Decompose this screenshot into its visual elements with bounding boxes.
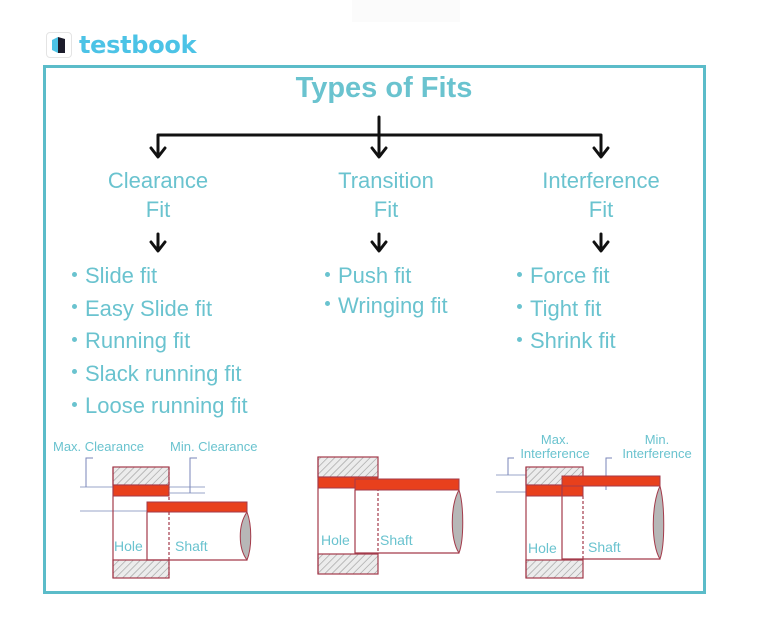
list-item: Tight fit: [517, 293, 616, 326]
list-item-text: Running fit: [85, 328, 191, 353]
shaft-tolerance-band: [354, 478, 460, 491]
shaft-label: Shaft: [175, 538, 208, 554]
shaft-break: [652, 484, 665, 561]
label-line: Min.: [644, 432, 670, 447]
top-bar: [352, 0, 460, 22]
list-item: Running fit: [72, 325, 248, 358]
min-interference-label: Min. Interference: [614, 433, 700, 461]
label-line: Interference: [520, 446, 590, 461]
arrow-transition-list: [370, 240, 388, 253]
book-icon: [46, 32, 72, 58]
arrow-clearance-list: [149, 240, 167, 253]
arrow-interference: [592, 146, 610, 159]
shaft-tolerance-band: [146, 501, 248, 513]
bullet-icon: [72, 336, 77, 342]
list-item: Loose running fit: [72, 390, 248, 423]
list-item-text: Shrink fit: [530, 328, 616, 353]
hole-wall-bottom: [525, 559, 584, 579]
bullet-icon: [325, 301, 330, 307]
list-item: Force fit: [517, 260, 616, 293]
arrow-clearance: [149, 146, 167, 159]
interference-figure: [496, 457, 665, 579]
list-item-text: Loose running fit: [85, 393, 248, 418]
bullet-icon: [72, 369, 77, 375]
category-name: Interference: [542, 168, 660, 193]
category-interference: Interference Fit: [521, 166, 681, 224]
hole-wall-top: [112, 466, 170, 486]
list-item-text: Push fit: [338, 263, 412, 288]
category-name: Transition: [338, 168, 434, 193]
bullet-icon: [517, 304, 522, 310]
bullet-icon: [72, 304, 77, 310]
max-clearance-label: Max. Clearance: [53, 439, 145, 454]
list-item: Slide fit: [72, 260, 248, 293]
bracket-max: [507, 457, 514, 475]
hole-label: Hole: [321, 532, 350, 548]
diagram-frame: [43, 65, 706, 594]
category-name: Clearance: [107, 168, 209, 193]
category-suffix: Fit: [145, 197, 171, 222]
hole-tolerance-band: [112, 484, 170, 497]
diagram-title: Types of Fits: [295, 72, 473, 104]
bullet-icon: [517, 336, 522, 342]
list-item: Shrink fit: [517, 325, 616, 358]
label-line: Interference: [622, 446, 692, 461]
shaft-label: Shaft: [588, 539, 621, 555]
hole-wall-bottom: [112, 559, 170, 579]
clearance-fit-list: Slide fit Easy Slide fit Running fit Sla…: [72, 260, 248, 423]
list-item-text: Easy Slide fit: [85, 295, 213, 321]
label-line: Max.: [540, 432, 570, 447]
list-item-text: Tight fit: [530, 295, 602, 321]
bullet-icon: [325, 271, 330, 277]
transition-figure: [317, 456, 464, 575]
bullet-icon: [72, 271, 77, 277]
list-item: Slack running fit: [72, 358, 248, 391]
hole-wall-bottom: [317, 553, 379, 575]
bracket-min: [189, 457, 197, 493]
hole-wall-top: [317, 456, 379, 478]
shaft-break: [239, 510, 252, 562]
interference-fit-list: Force fit Tight fit Shrink fit: [517, 260, 616, 358]
list-item-text: Wringing fit: [338, 292, 448, 318]
list-item: Easy Slide fit: [72, 293, 248, 326]
category-clearance: Clearance Fit: [78, 166, 238, 224]
bracket-max: [85, 457, 93, 487]
branch-line: [156, 133, 603, 158]
max-interference-label: Max. Interference: [512, 433, 598, 461]
hole-label: Hole: [114, 538, 143, 554]
arrow-interference-list: [592, 240, 610, 253]
list-item-text: Force fit: [530, 263, 610, 288]
bullet-icon: [72, 401, 77, 407]
bullet-icon: [517, 271, 522, 277]
brand-name: testbook: [79, 31, 197, 59]
list-item: Wringing fit: [325, 293, 448, 319]
shaft-break: [451, 488, 464, 555]
clearance-figure: [80, 457, 252, 579]
hole-tolerance-band: [525, 484, 584, 497]
shaft-tolerance-band: [561, 475, 661, 487]
brand-logo: testbook: [46, 31, 197, 59]
category-suffix: Fit: [588, 197, 614, 222]
category-suffix: Fit: [373, 197, 399, 222]
list-item: Push fit: [325, 260, 448, 293]
list-item-text: Slack running fit: [85, 360, 242, 386]
shaft-label: Shaft: [380, 532, 413, 548]
min-clearance-label: Min. Clearance: [170, 439, 258, 454]
hole-label: Hole: [528, 540, 557, 556]
category-transition: Transition Fit: [306, 166, 466, 224]
transition-fit-list: Push fit Wringing fit: [325, 260, 448, 319]
list-item-text: Slide fit: [85, 263, 158, 288]
arrow-transition: [370, 146, 388, 159]
